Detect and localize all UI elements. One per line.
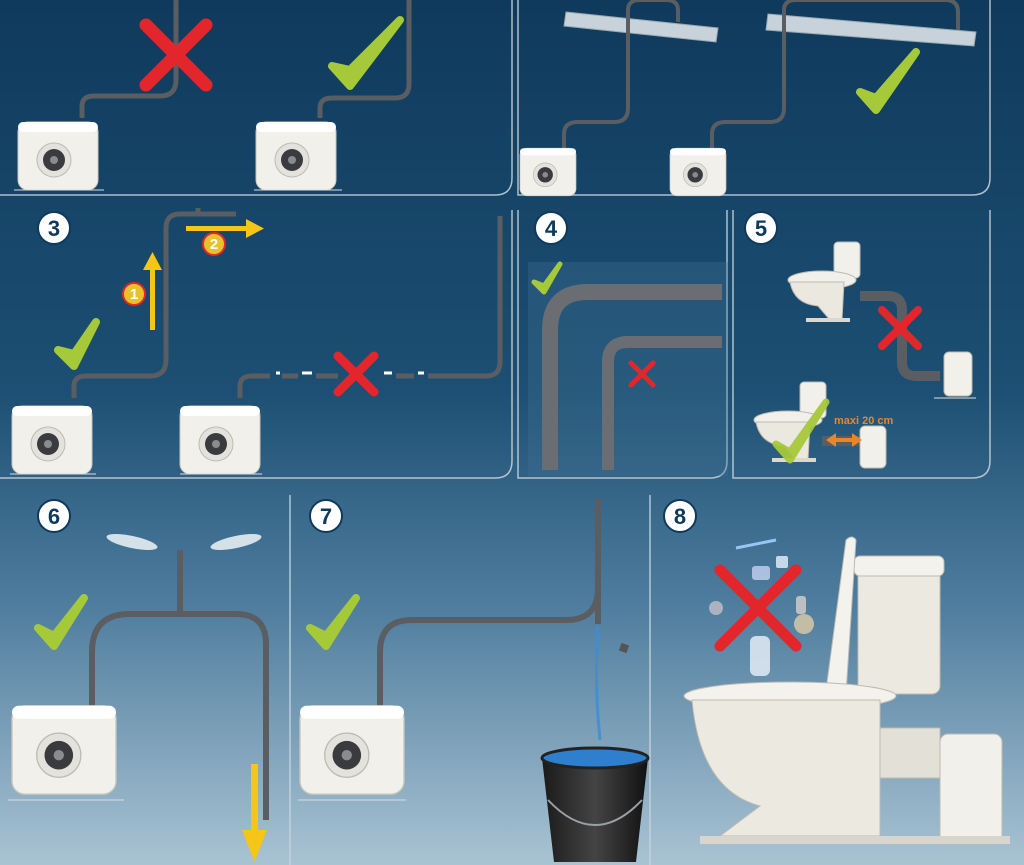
pump-unit: [299, 705, 405, 795]
panel-1: [14, 0, 412, 191]
pipe: [710, 0, 960, 150]
cross-icon: [333, 351, 379, 397]
pump-unit: [179, 405, 261, 475]
step-marker: [202, 232, 226, 256]
badge-number: 4: [545, 216, 558, 241]
distance-label: maxi 20 cm: [834, 415, 894, 427]
cross-icon: [139, 18, 213, 92]
pump-unit: [17, 121, 99, 191]
step-marker: [122, 282, 146, 306]
pipe: [377, 498, 601, 706]
panel-badge: [744, 211, 778, 245]
arrow-down-icon: [242, 764, 267, 862]
panel-4: 4: [528, 211, 728, 476]
check-icon: [306, 594, 360, 650]
panel-dividers: [0, 0, 991, 865]
vent-cap: [106, 534, 262, 550]
badge-number: 6: [48, 504, 60, 529]
pipe: [860, 291, 940, 381]
pipe: [317, 0, 412, 118]
pipe: [89, 611, 269, 820]
check-icon: [328, 16, 404, 90]
cross-icon: [628, 360, 656, 388]
panel-3: 3 1 2: [10, 208, 503, 475]
panel-badge: [534, 211, 568, 245]
debris: [709, 538, 814, 676]
panel-6: 6: [8, 499, 269, 862]
pipe: [71, 211, 236, 398]
badge-number: 7: [320, 504, 332, 529]
arrow-right-icon: [186, 219, 264, 238]
panel-7: 7: [298, 498, 650, 862]
pipe: [79, 0, 179, 118]
cross-icon: [878, 306, 922, 350]
check-icon: [54, 318, 100, 370]
water-stream: [594, 625, 602, 741]
pipe: [562, 0, 680, 150]
pump-unit: [11, 405, 93, 475]
pump-unit: [669, 147, 727, 197]
toilet: [787, 241, 861, 323]
step-2-label: 2: [210, 236, 218, 253]
pipe-elbow-long: [542, 284, 722, 470]
panel-2: [519, 0, 977, 197]
ceiling-beam: [563, 11, 719, 43]
toilet: [683, 536, 1010, 845]
pipe-elbow-short: [602, 336, 722, 470]
pump-unit: [11, 705, 117, 795]
pipe: [237, 373, 270, 398]
badge-number: 5: [755, 216, 767, 241]
pump-unit: [939, 733, 1003, 845]
check-icon: [856, 48, 920, 114]
arrow-up-icon: [143, 252, 162, 330]
check-icon: [34, 594, 88, 650]
panel-5: 5 maxi 20 cm: [744, 211, 976, 469]
check-icon: [772, 398, 830, 464]
panel-8: 8: [663, 499, 1010, 845]
pump-unit: [255, 121, 337, 191]
distance-arrow: [826, 433, 862, 447]
panel-badge: [37, 499, 71, 533]
pump-unit: [519, 147, 577, 197]
panel-badge: [37, 211, 71, 245]
step-1-label: 1: [130, 286, 138, 303]
ceiling-beam: [765, 13, 977, 47]
cross-icon: [714, 564, 802, 652]
check-icon: [531, 261, 563, 295]
pump-unit: [943, 351, 973, 397]
panel-badge: [663, 499, 697, 533]
pump-unit: [859, 425, 887, 469]
bucket: [540, 746, 650, 862]
badge-number: 8: [674, 504, 686, 529]
panel-badge: [309, 499, 343, 533]
badge-number: 3: [48, 216, 60, 241]
